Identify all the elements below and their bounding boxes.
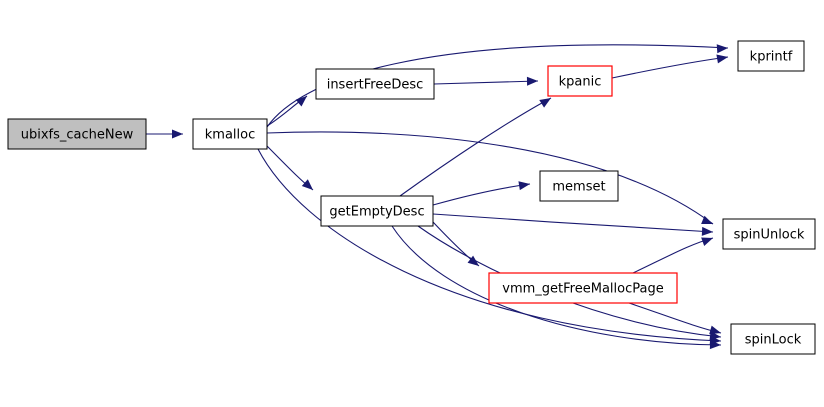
graph-node-vmm_getFreeMallocPage[interactable]: vmm_getFreeMallocPage: [488, 272, 678, 304]
graph-node-getEmptyDesc[interactable]: getEmptyDesc: [320, 195, 434, 227]
arrowhead-e16: [709, 325, 721, 335]
call-edge-kmalloc-to-kprintf: [266, 44, 729, 128]
graph-node-spinLock[interactable]: spinLock: [730, 323, 816, 355]
arrowhead-e5: [301, 179, 313, 190]
node-box-ubixfs_cacheNew[interactable]: [7, 118, 147, 150]
call-edge-getEmptyDesc-to-spinLock: [391, 225, 722, 346]
node-box-kpanic[interactable]: [547, 65, 613, 97]
call-edge-getEmptyDesc-to-memset: [432, 183, 531, 206]
arrowhead-e7: [526, 76, 538, 86]
arrowhead-e12: [467, 255, 479, 266]
node-box-getEmptyDesc[interactable]: [320, 195, 434, 227]
arrowhead-e10: [518, 181, 530, 191]
graph-node-kprintf[interactable]: kprintf: [737, 40, 805, 72]
node-box-insertFreeDesc[interactable]: [315, 68, 435, 100]
graph-node-memset[interactable]: memset: [539, 170, 619, 202]
graph-node-kmalloc[interactable]: kmalloc: [192, 118, 268, 150]
graph-node-insertFreeDesc[interactable]: insertFreeDesc: [315, 68, 435, 100]
graph-node-spinUnlock[interactable]: spinUnlock: [722, 218, 816, 250]
node-box-spinLock[interactable]: [730, 323, 816, 355]
arrowhead-e11: [701, 226, 713, 236]
call-edge-vmm_getFreeMallocPage-to-spinUnlock: [632, 237, 714, 274]
graph-node-ubixfs_cacheNew[interactable]: ubixfs_cacheNew: [7, 118, 147, 150]
node-box-memset[interactable]: [539, 170, 619, 202]
node-layer: ubixfs_cacheNew kmalloc insertFreeDesc kpan…: [7, 40, 816, 355]
call-edge-kmalloc-to-spinLock: [257, 148, 722, 342]
graph-node-kpanic[interactable]: kpanic: [547, 65, 613, 97]
call-edge-kmalloc-to-spinUnlock: [266, 131, 714, 225]
arrowhead-e8: [716, 54, 728, 64]
call-edge-vmm_getFreeMallocPage-to-spinLock: [628, 302, 722, 334]
call-edge-kpanic-to-kprintf: [611, 56, 729, 79]
node-box-spinUnlock[interactable]: [722, 218, 816, 250]
arrowhead-e1: [172, 129, 183, 139]
node-box-vmm_getFreeMallocPage[interactable]: [488, 272, 678, 304]
node-box-kmalloc[interactable]: [192, 118, 268, 150]
call-edge-getEmptyDesc-to-kpanic: [399, 97, 552, 197]
arrowhead-e14: [709, 340, 721, 350]
arrowhead-e4: [701, 215, 713, 225]
arrowhead-e15: [701, 237, 713, 246]
call-edge-insertFreeDesc-to-kpanic: [433, 80, 539, 85]
arrowhead-layer: [172, 44, 728, 350]
node-box-kprintf[interactable]: [737, 40, 805, 72]
call-edge-getEmptyDesc-to-spinUnlock: [432, 213, 714, 233]
arrowhead-e9: [539, 98, 551, 108]
arrowhead-e2: [716, 44, 728, 54]
arrowhead-e3: [295, 96, 307, 107]
